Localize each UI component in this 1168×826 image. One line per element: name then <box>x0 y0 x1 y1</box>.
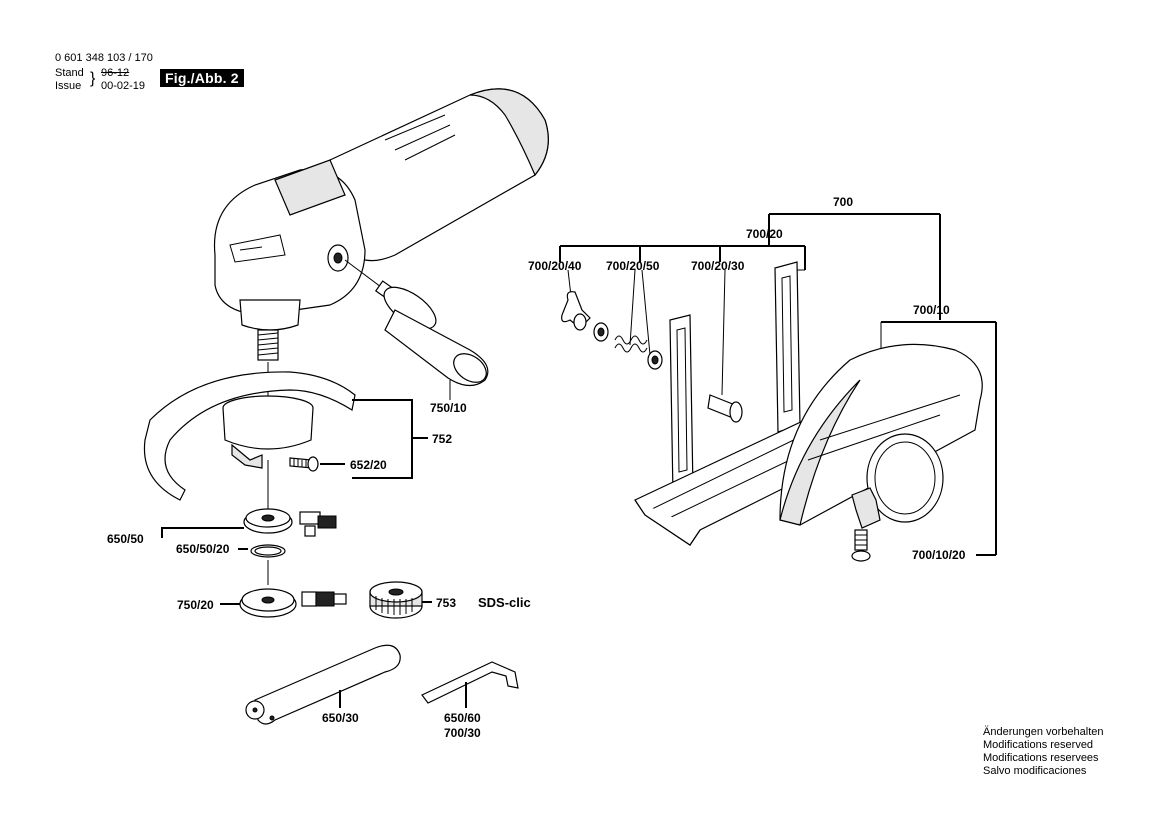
label-650-50: 650/50 <box>107 532 144 546</box>
label-652-20: 652/20 <box>350 458 387 472</box>
guard-screw <box>289 456 345 472</box>
modification-notes: Änderungen vorbehalten Modifications res… <box>983 726 1103 778</box>
label-700-20-30: 700/20/30 <box>691 259 745 273</box>
label-700-20-50: 700/20/50 <box>606 259 660 273</box>
pin-spanner <box>245 644 401 725</box>
document-number: 0 601 348 103 / 170 <box>55 52 153 64</box>
label-700-20-40: 700/20/40 <box>528 259 582 273</box>
angle-grinder <box>213 88 549 430</box>
label-650-50-20: 650/50/20 <box>176 542 230 556</box>
note-es: Salvo modificaciones <box>983 765 1087 777</box>
sds-clic-nut <box>369 581 423 619</box>
stand-label: Stand <box>55 67 84 79</box>
callout-650-50 <box>161 527 244 538</box>
flange-nut <box>239 588 297 618</box>
side-handle <box>344 259 489 400</box>
label-650-30: 650/30 <box>322 711 359 725</box>
label-700-10: 700/10 <box>913 303 950 317</box>
label-750-10: 750/10 <box>430 401 467 415</box>
sds-clic-logo: SDS-clic <box>478 595 531 610</box>
label-650-60: 650/60 <box>444 711 481 725</box>
cutting-guard <box>779 343 983 562</box>
key-icon <box>299 511 347 607</box>
clamp-hardware <box>561 291 743 423</box>
mounting-flange <box>243 508 293 585</box>
hex-key <box>421 661 519 708</box>
label-700-20: 700/20 <box>746 227 783 241</box>
label-700: 700 <box>833 195 853 209</box>
note-de: Änderungen vorbehalten <box>983 726 1104 738</box>
wheel-guard <box>143 371 356 510</box>
callout-tree-700 <box>559 213 997 556</box>
issue-label: Issue <box>55 80 82 92</box>
stand-value: 96-12 <box>101 67 130 79</box>
brace-glyph: } <box>90 70 96 87</box>
guide-rail <box>634 261 821 546</box>
label-752: 752 <box>432 432 452 446</box>
issue-value: 00-02-19 <box>101 80 146 92</box>
note-en: Modifications reserved <box>983 739 1094 751</box>
note-fr: Modifications reservees <box>983 752 1099 764</box>
label-750-20: 750/20 <box>177 598 214 612</box>
figure-badge: Fig./Abb. 2 <box>160 69 244 87</box>
label-700-10-20: 700/10/20 <box>912 548 966 562</box>
label-753: 753 <box>436 596 456 610</box>
label-700-30: 700/30 <box>444 726 481 740</box>
